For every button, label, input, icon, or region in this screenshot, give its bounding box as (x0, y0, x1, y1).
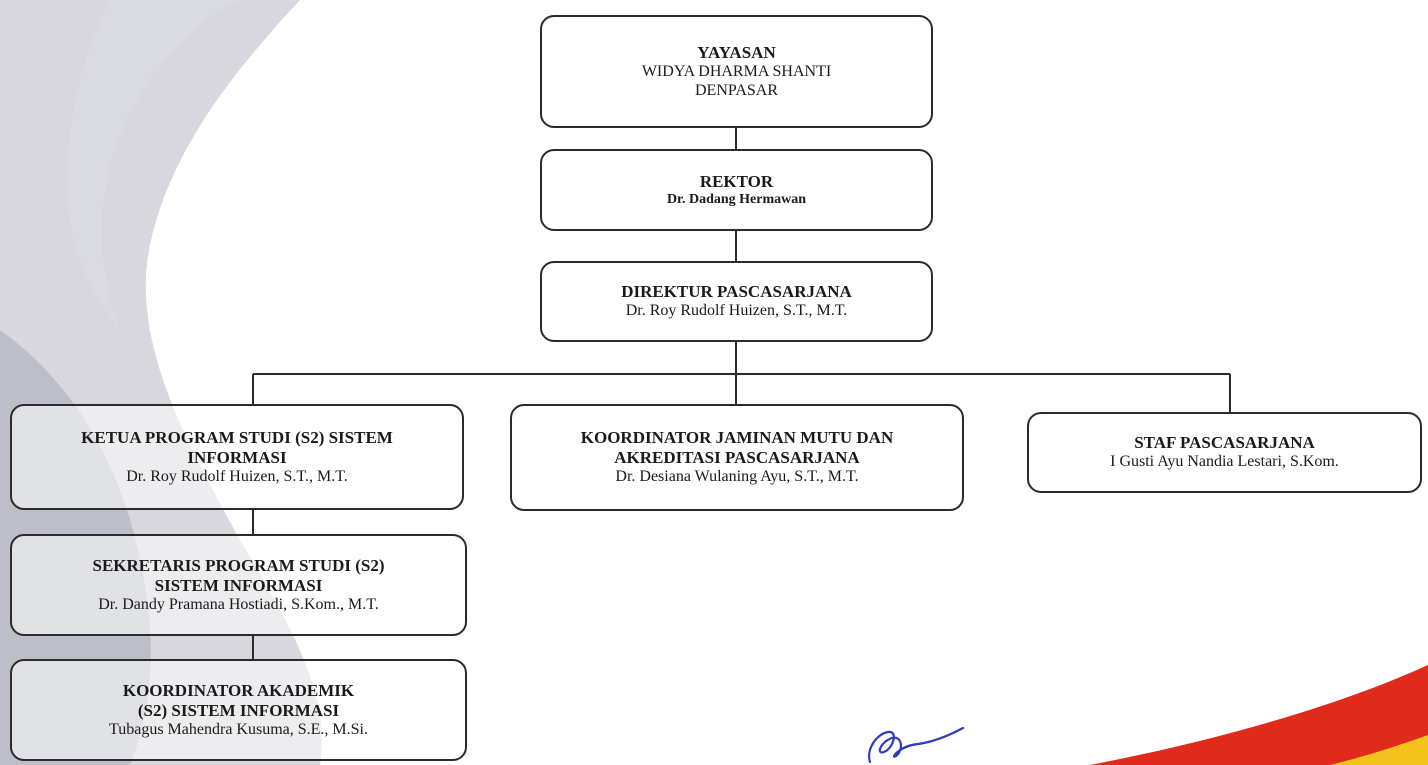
node-sekretaris-name: Dr. Dandy Pramana Hostiadi, S.Kom., M.T. (98, 595, 379, 613)
node-koordinator-akademik-name: Tubagus Mahendra Kusuma, S.E., M.Si. (109, 720, 368, 738)
node-rektor-name: Dr. Dadang Hermawan (666, 191, 807, 207)
node-staf-title: STAF PASCASARJANA (1134, 433, 1315, 453)
node-rektor-title: REKTOR (699, 171, 774, 191)
node-yayasan-line-2: DENPASAR (695, 81, 778, 99)
yellow-stripe (1330, 735, 1428, 765)
node-koordinator-akademik-title-line-2: (S2) SISTEM INFORMASI (137, 700, 340, 720)
node-staf: STAF PASCASARJANA I Gusti Ayu Nandia Les… (1027, 412, 1422, 493)
node-koordinator-mutu-title-line-2: AKREDITASI PASCASARJANA (614, 448, 860, 468)
node-staf-name: I Gusti Ayu Nandia Lestari, S.Kom. (1110, 453, 1339, 471)
node-direktur: DIREKTUR PASCASARJANA Dr. Roy Rudolf Hui… (540, 261, 933, 342)
watermark-flame-highlight (67, 0, 240, 330)
node-koordinator-akademik: KOORDINATOR AKADEMIK (S2) SISTEM INFORMA… (10, 659, 467, 761)
node-yayasan: YAYASAN WIDYA DHARMA SHANTI DENPASAR (540, 15, 933, 128)
node-koordinator-mutu-name: Dr. Desiana Wulaning Ayu, S.T., M.T. (615, 468, 859, 486)
node-kaprodi-name: Dr. Roy Rudolf Huizen, S.T., M.T. (126, 467, 348, 485)
red-stripe (1090, 665, 1428, 765)
node-direktur-title: DIREKTUR PASCASARJANA (621, 282, 852, 302)
node-rektor: REKTOR Dr. Dadang Hermawan (540, 149, 933, 231)
node-kaprodi-title-line-1: KETUA PROGRAM STUDI (S2) SISTEM (81, 427, 393, 447)
node-sekretaris: SEKRETARIS PROGRAM STUDI (S2) SISTEM INF… (10, 534, 467, 636)
node-direktur-name: Dr. Roy Rudolf Huizen, S.T., M.T. (625, 302, 848, 320)
node-sekretaris-title-line-2: SISTEM INFORMASI (154, 575, 323, 595)
node-kaprodi: KETUA PROGRAM STUDI (S2) SISTEM INFORMAS… (10, 404, 464, 510)
node-yayasan-title: YAYASAN (697, 42, 776, 62)
node-yayasan-line-1: WIDYA DHARMA SHANTI (641, 62, 832, 80)
node-sekretaris-title-line-1: SEKRETARIS PROGRAM STUDI (S2) (92, 555, 385, 575)
node-koordinator-mutu: KOORDINATOR JAMINAN MUTU DAN AKREDITASI … (510, 404, 964, 511)
node-koordinator-akademik-title-line-1: KOORDINATOR AKADEMIK (122, 680, 355, 700)
signature-stroke (868, 726, 965, 764)
node-kaprodi-title-line-2: INFORMASI (187, 447, 287, 467)
node-koordinator-mutu-title-line-1: KOORDINATOR JAMINAN MUTU DAN (580, 428, 894, 448)
signature-mark (868, 726, 965, 764)
